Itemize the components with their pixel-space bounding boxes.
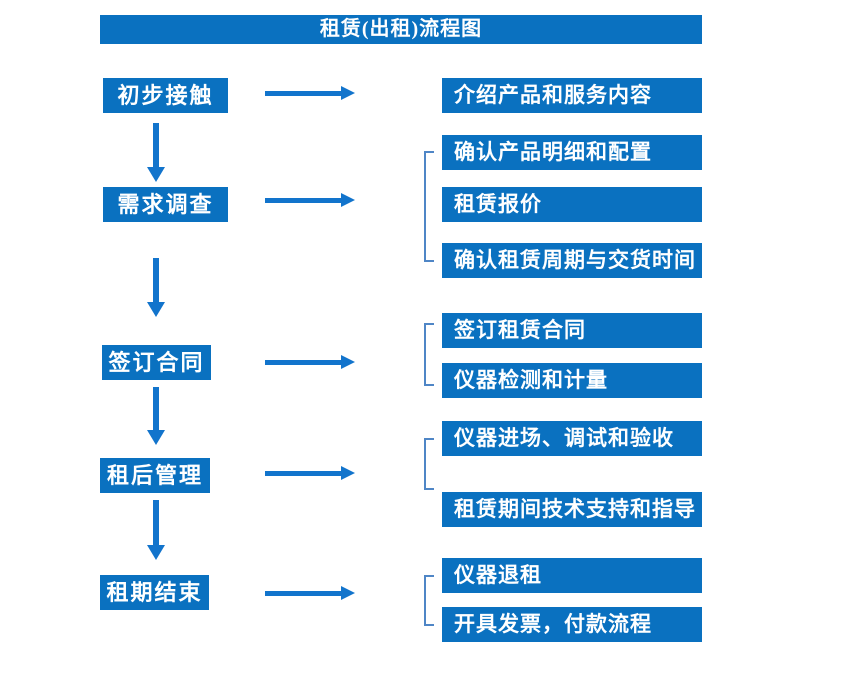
right-arrow-5 xyxy=(265,586,355,600)
detail-box-invoice-payment: 开具发票，付款流程 xyxy=(442,607,702,642)
right-arrow-1 xyxy=(265,86,355,100)
detail-box-instrument-return: 仪器退租 xyxy=(442,558,702,593)
stage-box-initial-contact: 初步接触 xyxy=(103,78,228,113)
right-arrow-shaft xyxy=(265,359,341,365)
group-bracket-sign-contract xyxy=(424,323,434,386)
flowchart-title: 租赁(出租)流程图 xyxy=(100,15,702,44)
detail-box-instrument-setup: 仪器进场、调试和验收 xyxy=(442,421,702,456)
down-arrow-shaft xyxy=(153,258,159,302)
right-arrow-4 xyxy=(265,466,355,480)
stage-box-post-rental-management: 租后管理 xyxy=(100,458,210,493)
detail-box-introduce-products: 介绍产品和服务内容 xyxy=(442,78,702,113)
down-arrow-head xyxy=(147,545,165,560)
detail-box-tech-support: 租赁期间技术支持和指导 xyxy=(442,492,702,527)
group-bracket-demand-survey xyxy=(424,151,434,262)
group-bracket-rental-end xyxy=(424,575,434,626)
down-arrow-head xyxy=(147,430,165,445)
right-arrow-head xyxy=(341,586,355,600)
right-arrow-3 xyxy=(265,355,355,369)
right-arrow-shaft xyxy=(265,90,341,96)
detail-box-confirm-details: 确认产品明细和配置 xyxy=(442,135,702,170)
down-arrow-shaft xyxy=(153,500,159,545)
right-arrow-head xyxy=(341,355,355,369)
stage-box-rental-end: 租期结束 xyxy=(100,575,209,610)
down-arrow-shaft xyxy=(153,123,159,167)
right-arrow-head xyxy=(341,466,355,480)
right-arrow-shaft xyxy=(265,197,341,203)
detail-box-instrument-testing: 仪器检测和计量 xyxy=(442,363,702,398)
detail-box-confirm-period: 确认租赁周期与交货时间 xyxy=(442,243,702,278)
right-arrow-shaft xyxy=(265,590,341,596)
detail-box-rental-quote: 租赁报价 xyxy=(442,187,702,222)
right-arrow-head xyxy=(341,86,355,100)
stage-box-sign-contract: 签订合同 xyxy=(102,345,211,380)
down-arrow-head xyxy=(147,167,165,182)
stage-box-demand-survey: 需求调查 xyxy=(103,187,228,222)
down-arrow-head xyxy=(147,302,165,317)
detail-box-sign-rental-contract: 签订租赁合同 xyxy=(442,313,702,348)
right-arrow-2 xyxy=(265,193,355,207)
down-arrow-shaft xyxy=(153,387,159,430)
right-arrow-shaft xyxy=(265,470,341,476)
right-arrow-head xyxy=(341,193,355,207)
group-bracket-post-rental xyxy=(424,438,434,490)
